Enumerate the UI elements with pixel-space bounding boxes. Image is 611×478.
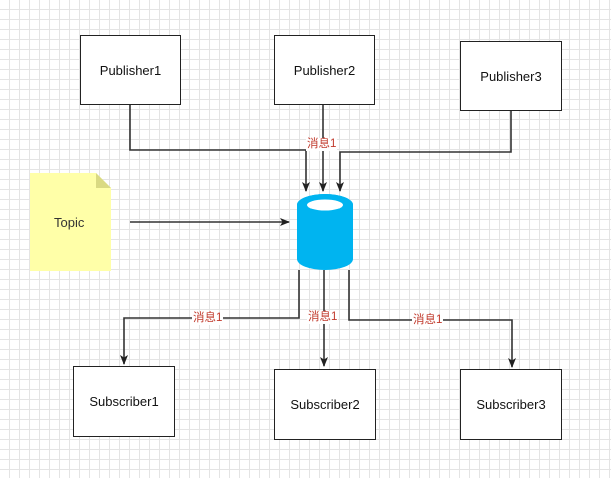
publisher2-label: Publisher2 — [293, 62, 356, 78]
topic-note — [30, 173, 111, 271]
edge-publisher1-queue — [129, 104, 310, 192]
message-label-subscriber2: 消息1 — [307, 311, 339, 324]
publisher3-label: Publisher3 — [480, 68, 542, 84]
message-label-inbound: 消息1 — [306, 138, 338, 151]
subscriber2-label: Subscriber2 — [290, 397, 360, 412]
subscriber2-box: Subscriber2 — [274, 369, 376, 440]
topic-label: Topic — [54, 215, 85, 230]
subscriber3-label: Subscriber3 — [476, 397, 546, 412]
edge-publisher3-queue — [336, 110, 512, 192]
subscriber1-label: Subscriber1 — [89, 394, 159, 409]
message-label-subscriber1: 消息1 — [192, 312, 224, 325]
message-label-subscriber3: 消息1 — [412, 314, 444, 327]
subscriber3-box: Subscriber3 — [460, 369, 562, 440]
subscriber1-box: Subscriber1 — [73, 366, 175, 437]
publisher2-box: Publisher2 — [274, 35, 375, 105]
queue-cylinder — [297, 194, 353, 270]
publisher3-box: Publisher3 — [460, 41, 562, 111]
publisher1-label: Publisher1 — [99, 62, 162, 78]
publisher1-box: Publisher1 — [80, 35, 181, 105]
